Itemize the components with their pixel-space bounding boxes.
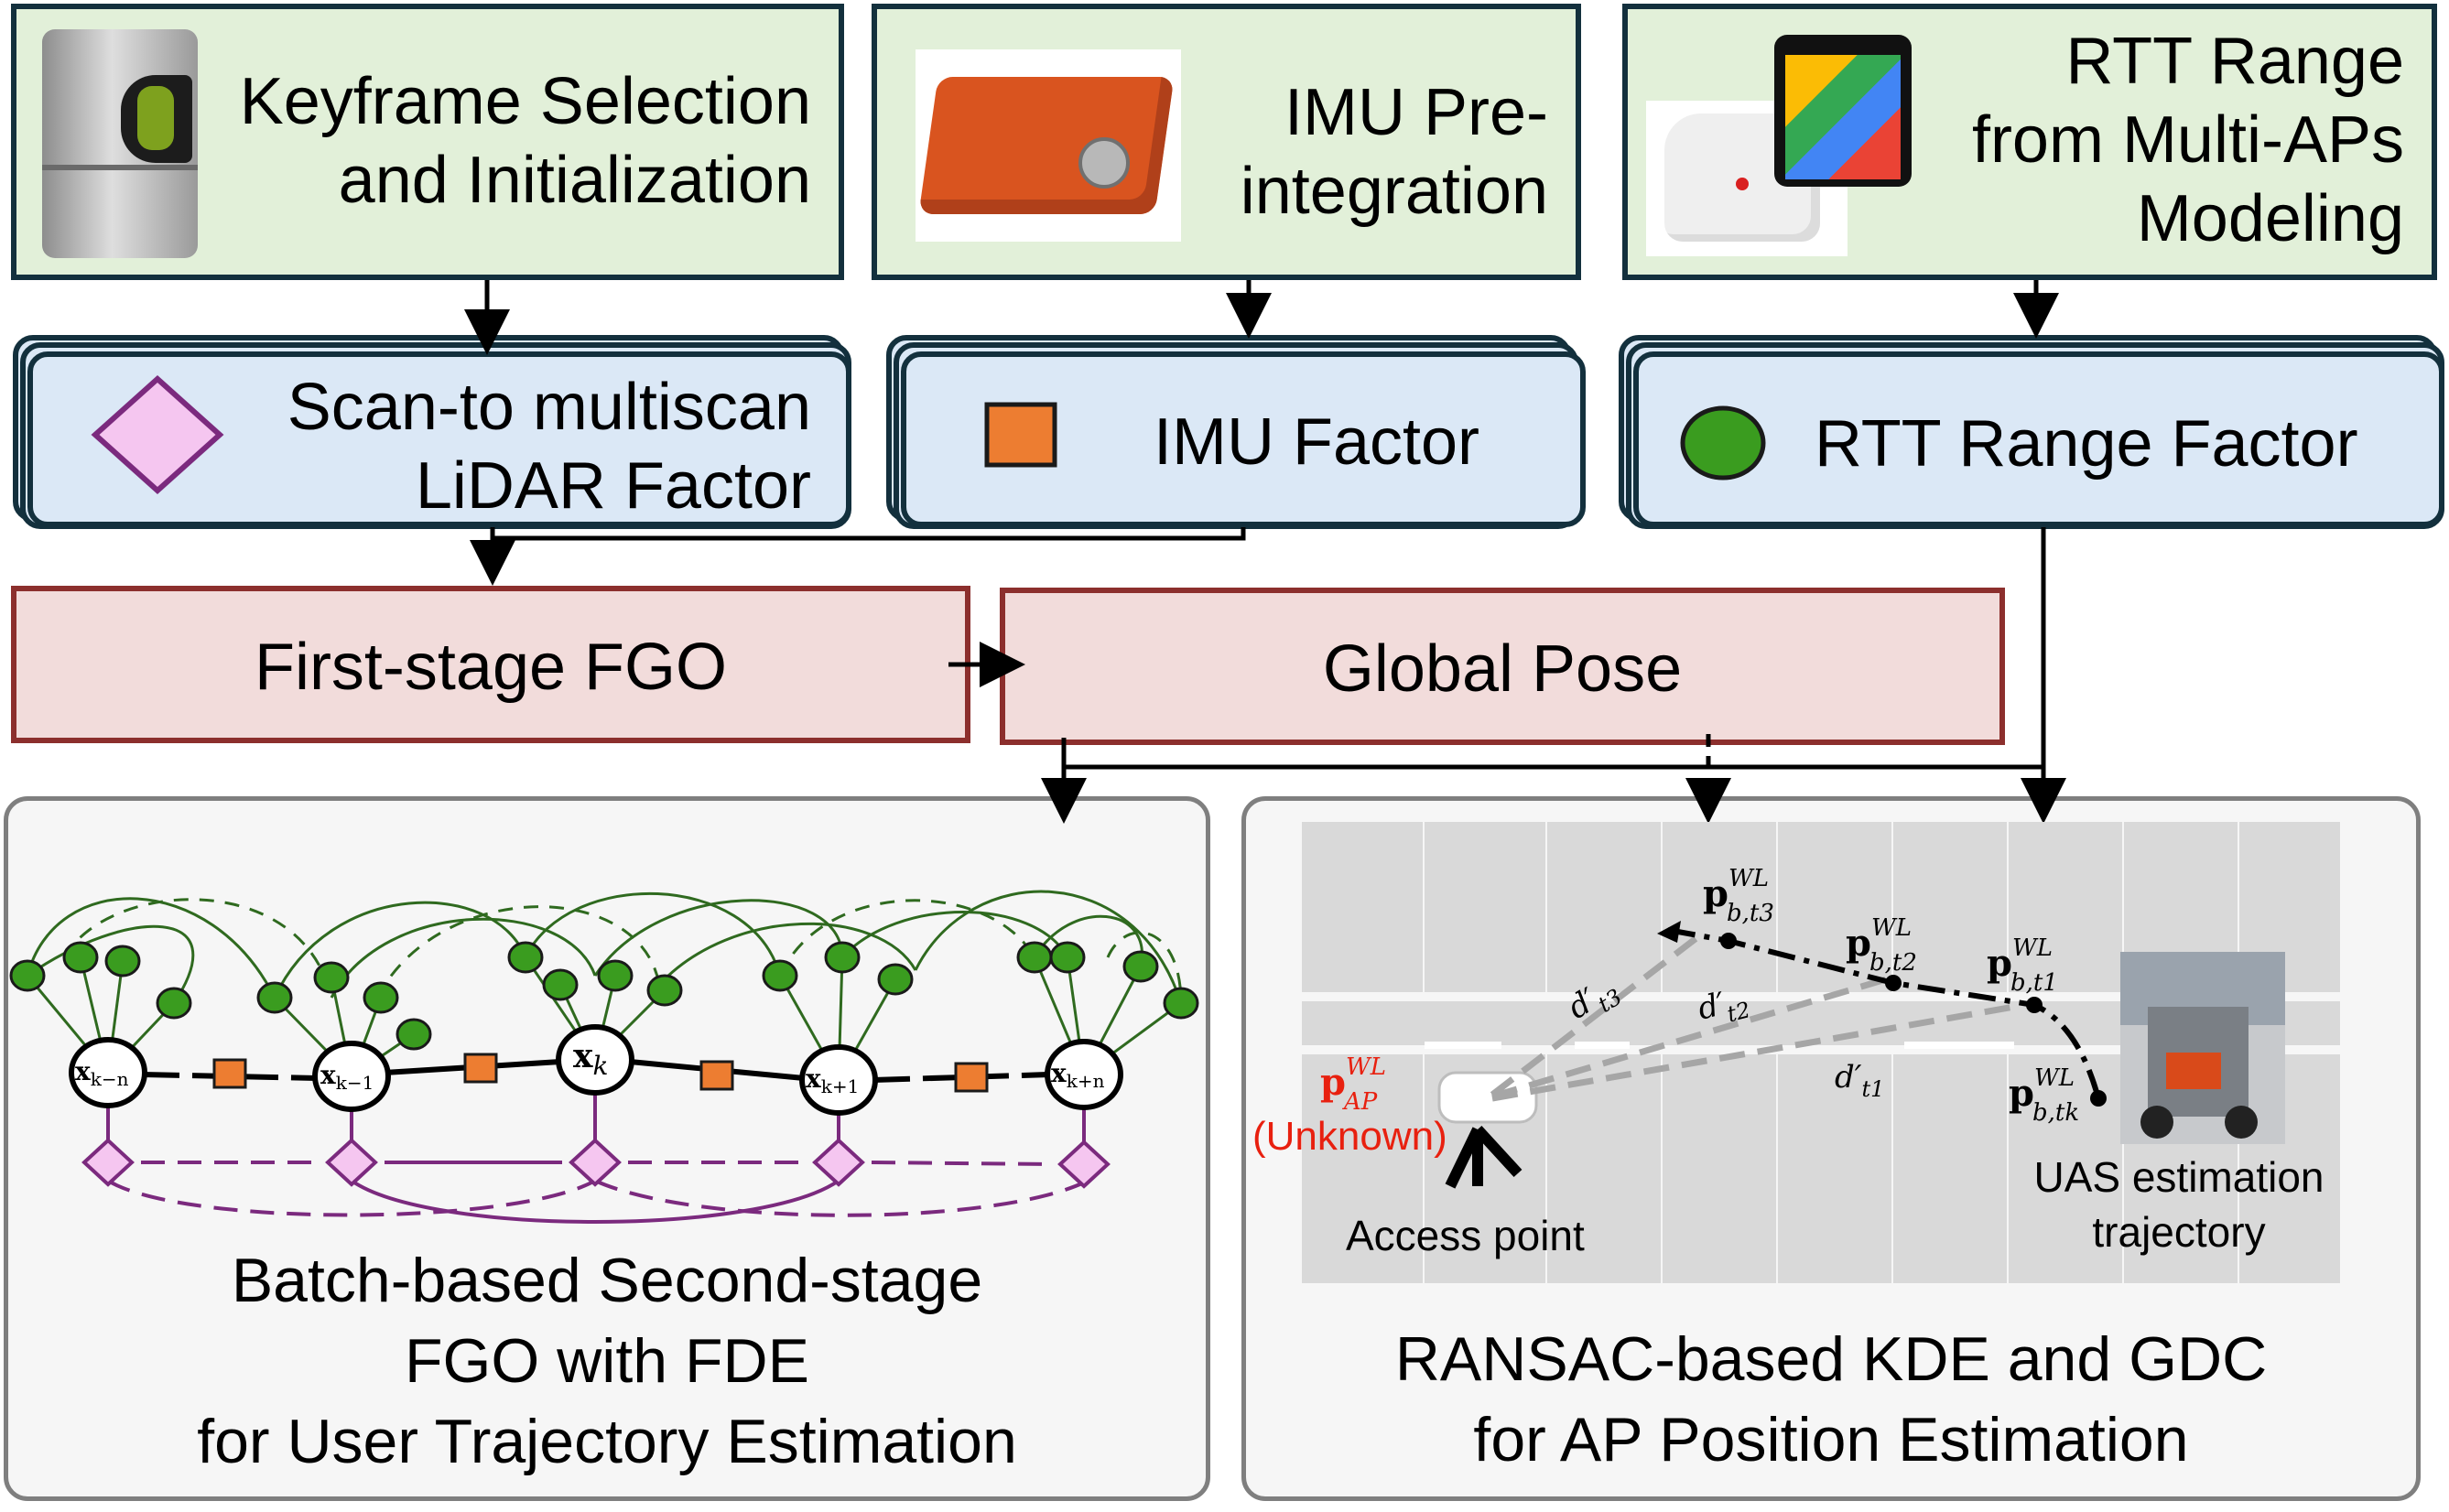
imu-factor-box: IMU Factor [901,351,1586,527]
lidar-node [81,1138,135,1187]
state-node [312,1041,391,1112]
imu-node [699,1060,734,1091]
global-pose-box: Global Pose [1000,588,2005,745]
left-caption-line3: for User Trajectory Estimation [197,1407,1017,1476]
range-node [363,981,399,1014]
velodyne-lidar-image [42,29,198,258]
access-point-device [1437,1071,1538,1189]
range-node [1163,987,1199,1020]
range-node [824,941,861,974]
rtt-factor-circle-icon [1680,405,1766,481]
uas-robot-image [2120,952,2285,1144]
rtt-modeling-box: RTT Range from Multi-APs Modeling [1622,4,2437,280]
first-stage-fgo-label: First-stage FGO [254,631,728,704]
lidar-factor-box: Scan-to multiscan LiDAR Factor [27,351,851,527]
left-caption-line2: FGO with FDE [404,1326,810,1396]
second-stage-fgo-panel: Batch-based Second-stage FGO with FDE fo… [4,796,1210,1501]
state-node [69,1037,147,1108]
state-node [799,1044,878,1116]
range-node [313,961,350,994]
imu-factor-label: IMU Factor [1154,405,1480,479]
rtt-title-line3: Modeling [2136,182,2404,255]
state-label: xk [573,1037,608,1081]
uas-label-line1: UAS estimation [2033,1153,2324,1201]
phone-image [1774,35,1924,190]
state-node [1045,1039,1123,1110]
range-node [542,968,579,1001]
imu-node [954,1062,989,1093]
keyframe-title-line1: Keyframe Selection [239,65,811,138]
lidar-factor-line1: Scan-to multiscan [287,371,811,444]
range-node [62,941,99,974]
lidar-node [569,1138,622,1187]
range-node [597,959,634,992]
imu-title-line2: integration [1240,155,1548,228]
right-caption-line2: for AP Position Estimation [1473,1405,2189,1474]
range-node [256,981,293,1014]
keyframe-selection-box: Keyframe Selection and Initialization [11,4,844,280]
global-pose-label: Global Pose [1322,632,1683,706]
right-caption-line1: RANSAC-based KDE and GDC [1394,1324,2268,1394]
imu-sensor-image [916,49,1181,242]
rtt-title-line2: from Multi-APs [1971,103,2404,177]
range-node [877,963,914,996]
range-node [646,974,683,1007]
state-label: xk+1 [806,1064,859,1097]
lidar-factor-diamond-icon [91,374,224,495]
access-point-label: Access point [1346,1212,1585,1259]
keyframe-title-line2: and Initialization [338,144,811,217]
ap-unknown-label: (Unknown) [1252,1114,1447,1159]
state-label: xk−1 [320,1060,374,1094]
imu-node [212,1058,247,1089]
imu-node [463,1053,498,1084]
rtt-factor-box: RTT Range Factor [1633,351,2444,527]
state-node [556,1024,634,1096]
range-node [1122,950,1159,983]
range-node [1049,941,1086,974]
lidar-node [325,1138,378,1187]
lidar-node [1057,1139,1111,1189]
range-node [156,987,192,1020]
left-caption-line1: Batch-based Second-stage [231,1246,983,1315]
range-node [762,959,798,992]
rtt-factor-label: RTT Range Factor [1815,407,2358,481]
distance-label-t1: d′t1 [1835,1059,1884,1102]
imu-title-line1: IMU Pre- [1284,76,1548,149]
first-stage-fgo-box: First-stage FGO [11,586,970,743]
uas-label-line2: trajectory [2092,1208,2265,1256]
lidar-factor-line2: LiDAR Factor [415,449,811,523]
range-node [1016,941,1053,974]
rtt-title-line1: RTT Range [2065,25,2404,98]
state-label: xk−n [75,1056,129,1090]
state-label: xk+n [1051,1058,1105,1092]
range-node [396,1018,432,1051]
imu-preintegration-box: IMU Pre- integration [872,4,1581,280]
range-node [104,945,141,977]
imu-factor-square-icon [984,402,1057,468]
range-node [507,941,544,974]
range-node [9,959,46,992]
lidar-node [812,1138,865,1187]
